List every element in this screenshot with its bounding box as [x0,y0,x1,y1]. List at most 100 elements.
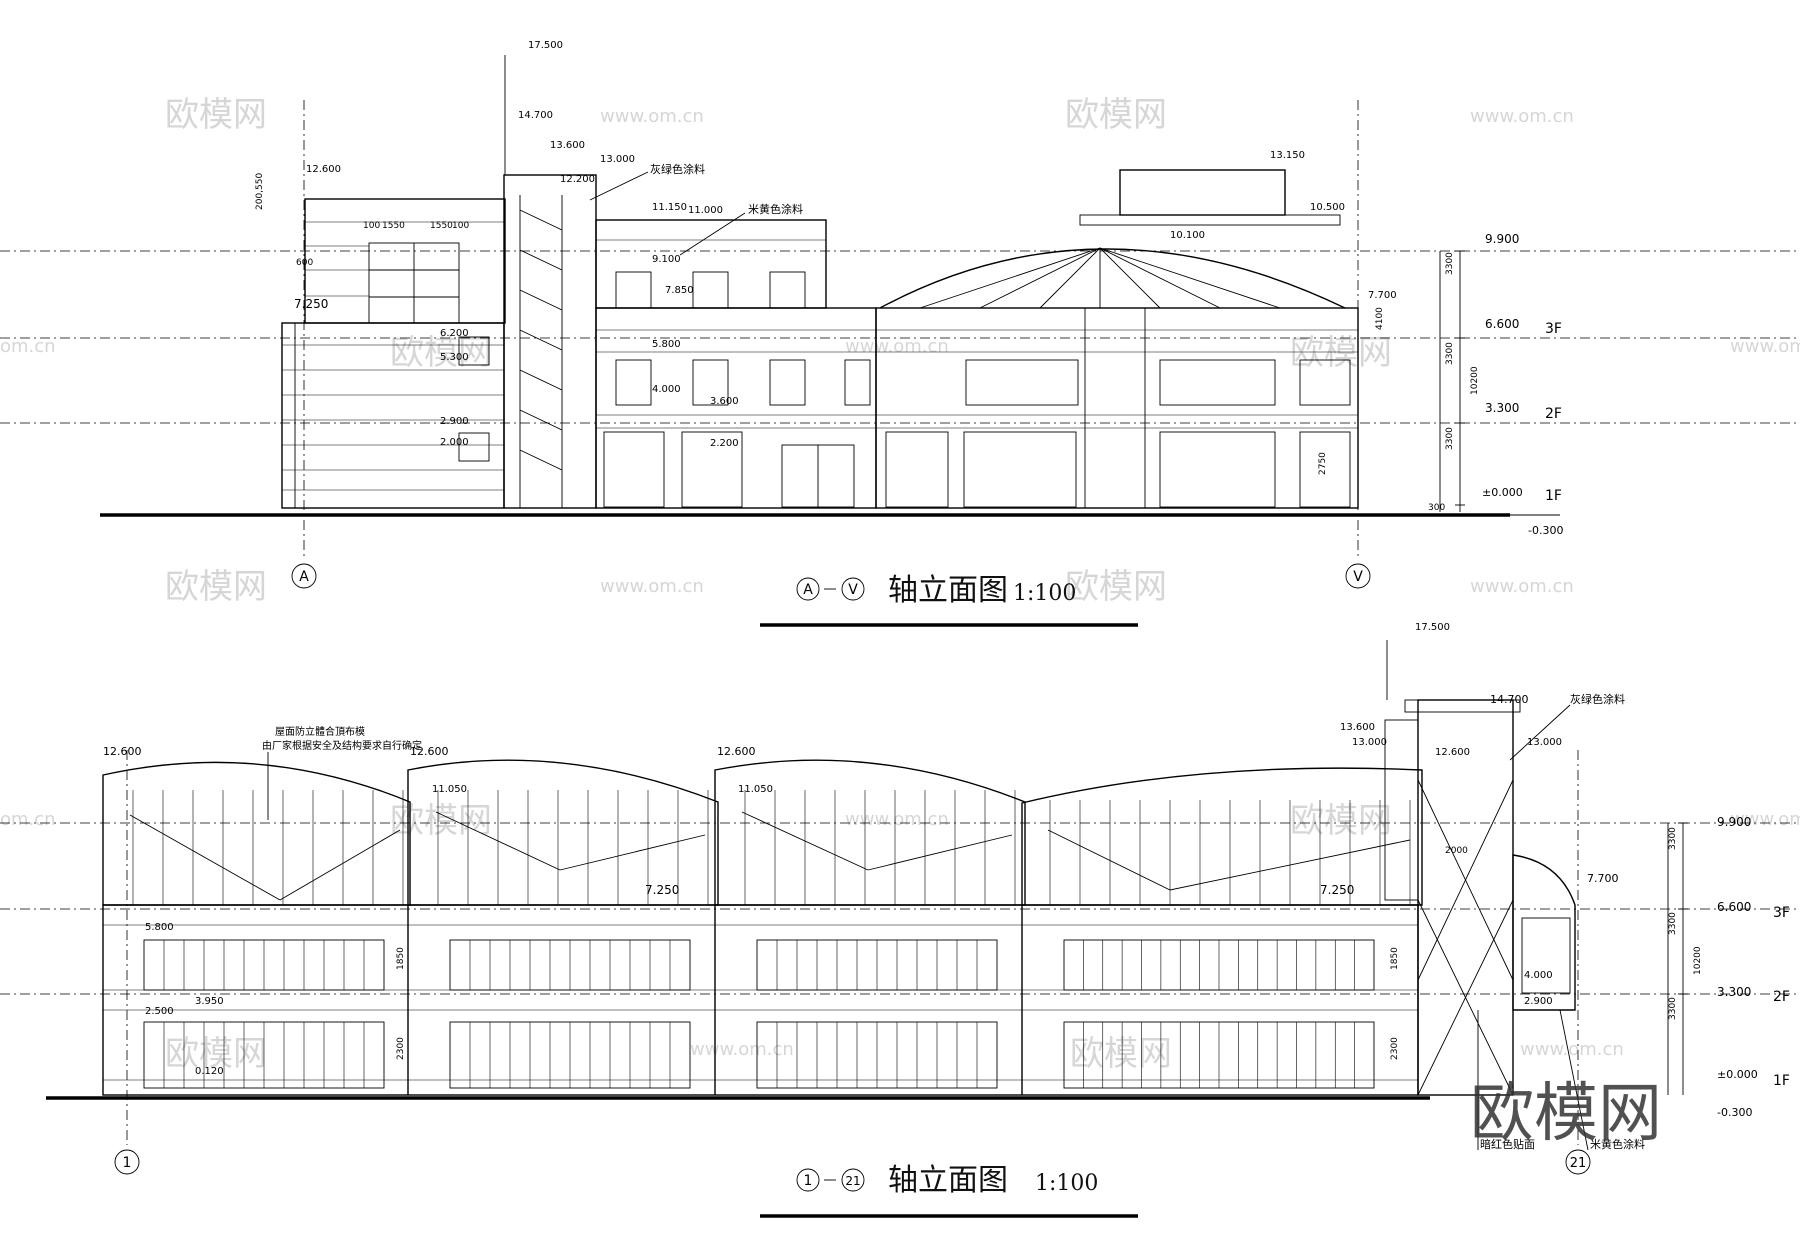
watermark-brand: 欧模网 [165,1034,267,1074]
top-elevation-scale: 1:100 [1013,581,1076,606]
floor-label-1f: 1F [1773,1073,1790,1089]
brand-logo-watermark: 欧模网 [1470,1077,1662,1151]
watermark-brand: 欧模网 [1290,333,1392,373]
level-6600: 6.600 [1485,317,1519,331]
level-2000: 2.000 [440,437,469,448]
watermark-url: www.om.cn [1730,809,1800,830]
level-3600: 3.600 [710,396,739,407]
level-13000-right: 13.000 [1527,737,1562,748]
dim-3300: 3300 [1668,912,1678,935]
dimension-labels: 3300 3300 3300 10200 1850 1850 2300 2300… [396,827,1703,1060]
floor-label-3f: 3F [1545,321,1562,337]
bottom-elevation: 17.500 14.700 13.600 13.000 12.600 12.60… [0,622,1800,1218]
note-beige-paint: 米黄色涂料 [1590,1137,1645,1151]
note-roof-steel-1: 屋面防立體合頂布模 [275,725,365,738]
sawtooth-roofs [102,759,1423,906]
watermark-url: www.om.cn [1470,576,1574,597]
dim-300: 300 [1428,503,1445,513]
level-12600: 12.600 [410,745,449,758]
right-dimension-chain [1439,250,1465,512]
title-axis-start: 1 [804,1173,813,1189]
title-axis-end: 21 [845,1174,860,1188]
dim-10200: 10200 [1693,946,1703,975]
level-5300: 5.300 [440,352,469,363]
level-2500: 2.500 [145,1006,174,1017]
axis-bubble-21 [1565,1149,1591,1175]
watermark-url-fragment: om.cn [0,809,56,830]
dim-1850: 1850 [1390,947,1400,970]
watermark-brand: 欧模网 [165,567,267,607]
watermark-layer: 欧模网 www.om.cn 欧模网 www.om.cn om.cn 欧模网 ww… [0,95,1800,1074]
watermark-url: www.om.cn [1470,106,1574,127]
watermark-url: www.om.cn [845,809,949,830]
level-6600: 6.600 [1717,900,1751,914]
level-7850: 7.850 [665,285,694,296]
level-9900: 9.900 [1485,232,1519,246]
dim-2000: 2000 [1445,846,1468,856]
watermark-brand: 欧模网 [1290,801,1392,841]
dim-3300: 3300 [1668,997,1678,1020]
level-17500: 17.500 [528,40,563,51]
roof-ribs [132,790,1411,905]
dim-1550: 1550 [382,221,405,231]
level-7250: 7.250 [294,297,328,311]
level-13000: 13.000 [600,154,635,165]
level-5800: 5.800 [145,922,174,933]
level-3950: 3.950 [195,996,224,1007]
note-red-tile: 暗红色贴面 [1480,1137,1535,1151]
level-2900: 2.900 [1524,996,1553,1007]
watermark-url: www.om.cn [1730,336,1800,357]
bottom-elevation-title-text: 轴立面图 [888,1163,1008,1198]
watermark-url: www.om.cn [1520,1039,1624,1060]
level-2900: 2.900 [440,416,469,427]
axis-bubble-v [1345,563,1371,589]
window-mullions [163,940,1355,1088]
watermark-url: www.om.cn [690,1039,794,1060]
level-9100: 9.100 [652,254,681,265]
top-elevation-title-text: 轴立面图 [888,573,1008,608]
level-13600: 13.600 [1340,722,1375,733]
level-7250: 7.250 [645,883,679,897]
floor-label-3f: 3F [1773,905,1790,921]
level-2200: 2.200 [710,438,739,449]
level-4000: 4.000 [652,384,681,395]
watermark-url: www.om.cn [600,576,704,597]
central-block [595,219,877,509]
bottom-elevation-title: 1 21 轴立面图 1:100 [760,1163,1138,1218]
dim-1850: 1850 [396,947,406,970]
axis-bubble-1 [114,1149,140,1175]
level-12600: 12.600 [1435,747,1470,758]
level-3300: 3.300 [1717,985,1751,999]
watermark-brand: 欧模网 [1065,567,1167,607]
note-grey-green-paint: 灰绿色涂料 [1570,692,1625,706]
level-minus-0300: -0.300 [1528,524,1563,537]
watermark-url: www.om.cn [600,106,704,127]
level-4000: 4.000 [1524,970,1553,981]
main-body [102,904,1419,1096]
watermark-brand: 欧模网 [165,95,267,135]
level-13600: 13.600 [550,140,585,151]
level-14700: 14.700 [518,110,553,121]
dim-3300: 3300 [1445,342,1455,365]
watermark-brand: 欧模网 [1070,1034,1172,1074]
dimension-labels: 100 1550 1550 100 600 3300 3300 3300 102… [255,173,1480,513]
watermark-brand: 欧模网 [390,333,492,373]
dim-1550: 1550 [430,221,453,231]
watermark-url-fragment: om.cn [0,336,56,357]
level-5800: 5.800 [652,339,681,350]
level-7700: 7.700 [1368,290,1397,301]
dim-600: 600 [296,258,313,268]
level-12600: 12.600 [306,164,341,175]
level-minus-0300: -0.300 [1717,1106,1752,1119]
level-11000: 11.000 [688,205,723,216]
axis-bubble-a [291,563,317,589]
dim-100: 100 [363,221,380,231]
level-7250: 7.250 [1320,883,1354,897]
level-lines [0,250,1800,424]
level-0120: 0.120 [195,1066,224,1077]
level-13000: 13.000 [1352,737,1387,748]
watermark-brand: 欧模网 [390,801,492,841]
floor-label-2f: 2F [1545,406,1562,422]
level-zero: ±0.000 [1717,1068,1758,1081]
top-elevation-title: A V 轴立面图 1:100 [760,573,1138,627]
